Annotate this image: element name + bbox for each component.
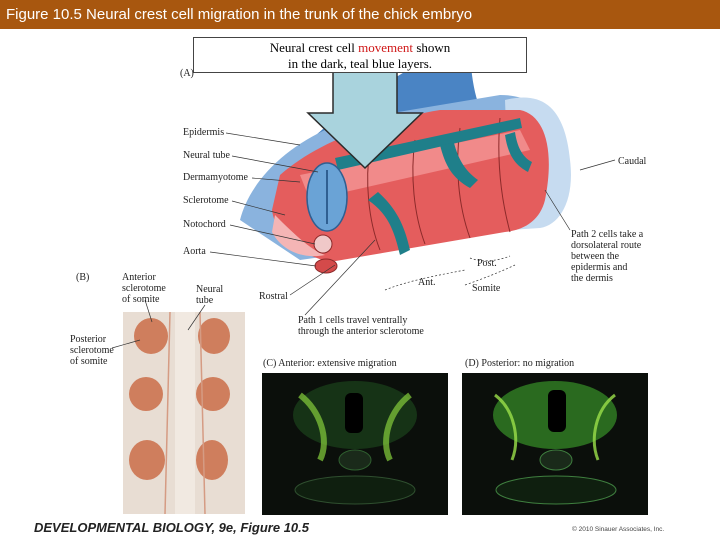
path2-line: the dermis [571, 273, 613, 284]
label-b-neural-tube: Neural tube [196, 284, 223, 306]
title-bar: Figure 10.5 Neural crest cell migration … [0, 0, 720, 29]
somite-block-shade [300, 130, 530, 200]
neural-crest-stream-dorsal [335, 118, 522, 170]
path2-line: epidermis and [571, 262, 628, 273]
callout-text-pre: Neural crest cell [269, 40, 359, 55]
posterior-line: sclerotome [70, 345, 114, 356]
notochord [313, 234, 333, 254]
label-aorta: Aorta [183, 246, 206, 257]
label-post: Post. [477, 258, 497, 269]
label-sclerotome: Sclerotome [183, 195, 229, 206]
panel-d-caption: (D) Posterior: no migration [465, 358, 575, 369]
label-somite: Somite [472, 283, 501, 294]
label-path2: Path 2 cells take a dorsolateral route b… [571, 229, 643, 284]
label-epidermis: Epidermis [183, 127, 225, 138]
footer-book-title: DEVELOPMENTAL BIOLOGY, 9e, Figure 10.5 [34, 520, 309, 535]
anterior-line: Anterior [122, 272, 156, 283]
path1-line: through the anterior sclerotome [298, 326, 424, 337]
anterior-line: of somite [122, 294, 160, 305]
anterior-line: sclerotome [122, 283, 166, 294]
label-posterior-sclerotome: Posterior sclerotome of somite [70, 334, 114, 367]
panel-c-caption: (C) Anterior: extensive migration [263, 358, 397, 369]
path1-line: Path 1 cells travel ventrally [298, 315, 408, 326]
path2-line: dorsolateral route [571, 240, 642, 251]
neural-crest-stream-ventral [368, 192, 410, 255]
neural-line: Neural [196, 284, 224, 295]
label-leader-lines [209, 132, 616, 316]
posterior-line: of somite [70, 356, 108, 367]
callout-highlight: movement [358, 40, 414, 55]
neural-crest-stream-1 [440, 143, 478, 188]
posterior-line: Posterior [70, 334, 107, 345]
callout-text-post: shown [413, 40, 451, 55]
callout-line-2: in the dark, teal blue layers. [287, 56, 433, 71]
label-notochord: Notochord [183, 219, 226, 230]
label-caudal: Caudal [618, 156, 647, 167]
callout-box: Neural crest cell movement shown in the … [193, 37, 527, 73]
neural-line: tube [196, 295, 214, 306]
sclerotome [272, 215, 325, 257]
neural-crest-stream-2 [505, 132, 532, 172]
callout-line-1: Neural crest cell movement shown [194, 40, 526, 56]
label-neural-tube: Neural tube [183, 150, 230, 161]
panel-b-leader-lines [111, 299, 206, 349]
panel-a-letter: (A) [180, 68, 194, 79]
panel-b-letter: (B) [76, 272, 90, 283]
label-path1: Path 1 cells travel ventrally through th… [298, 315, 424, 337]
path2-line: Path 2 cells take a [571, 229, 644, 240]
footer-copyright: © 2010 Sinauer Associates, Inc. [572, 526, 665, 533]
label-dermamyotome: Dermamyotome [183, 172, 248, 183]
panel-b-somite-stains [129, 318, 230, 480]
label-anterior-sclerotome: Anterior sclerotome of somite [122, 272, 166, 305]
slide-title: Figure 10.5 Neural crest cell migration … [6, 6, 473, 23]
somite-brackets [384, 255, 516, 291]
label-rostral: Rostral [259, 291, 288, 302]
path2-line: between the [571, 251, 620, 262]
label-ant: Ant. [418, 277, 436, 288]
callout-arrow [306, 71, 424, 170]
